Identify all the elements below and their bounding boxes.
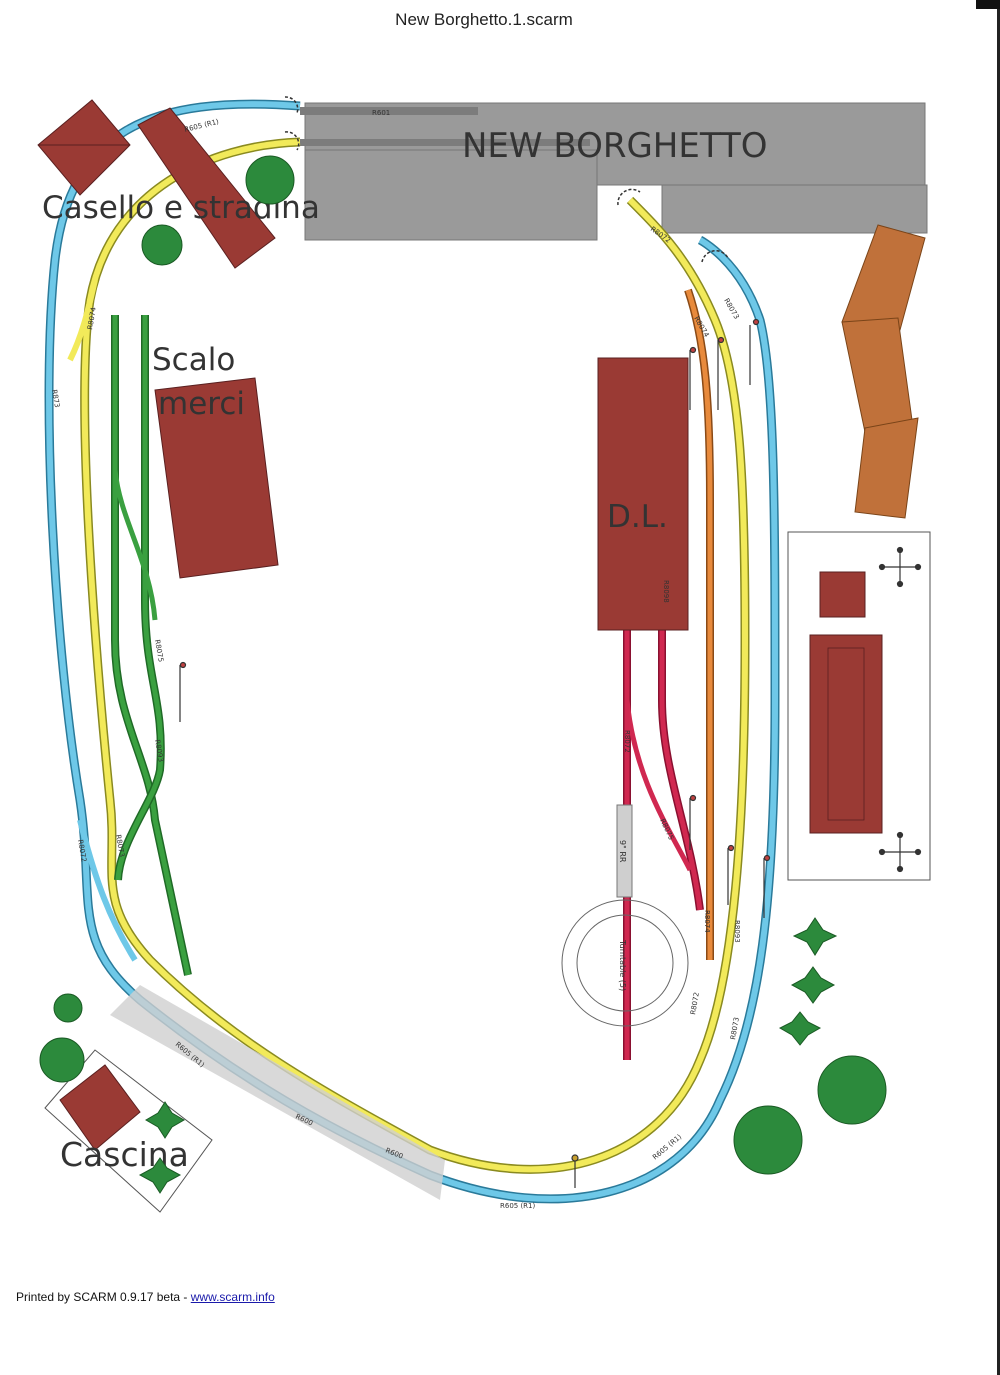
footer-text: Printed by SCARM 0.9.17 beta -: [16, 1290, 191, 1304]
track-label: R8075: [658, 817, 675, 841]
track-label: R873: [50, 389, 61, 408]
track-label: R8093: [733, 920, 741, 943]
siding-track-fill: [685, 289, 713, 960]
yard-track-2-fill: [115, 315, 164, 881]
farm-yard-area: [787, 531, 931, 881]
footer: Printed by SCARM 0.9.17 beta - www.scarm…: [16, 1290, 275, 1304]
casello-building-1: [37, 99, 131, 196]
track-label: R8074: [703, 910, 711, 933]
station-building-annex: [661, 184, 928, 234]
track-label: 9" RR: [618, 840, 627, 863]
cascina-label: Cascina: [60, 1135, 189, 1174]
track-label: R8072: [689, 992, 701, 1016]
track-label: R8075: [153, 639, 165, 663]
track-label: R601: [372, 109, 390, 117]
track-label: R8073: [729, 1017, 741, 1041]
track-label: R8073: [114, 834, 126, 858]
buffer-stop-right: [617, 188, 641, 206]
trees: [39, 155, 887, 1175]
turntable-inner: [576, 914, 674, 1012]
scan-mark: [976, 0, 1000, 9]
page-title: New Borghetto.1.scarm: [395, 10, 573, 29]
track-label: R8093: [153, 739, 165, 763]
marker-crosses: [878, 546, 922, 873]
buffer-stop-right-2: [701, 250, 729, 263]
track-label: R8072: [623, 730, 631, 753]
scalo-label-2: merci: [158, 386, 245, 422]
turntable-bridge: [616, 804, 633, 898]
casello-building-2: [137, 107, 276, 269]
star-bushes: [138, 917, 838, 1194]
yard-track-1-fill: [112, 315, 191, 976]
scalo-label-1: Scalo: [152, 342, 235, 378]
buffer-stop-top: [284, 96, 299, 114]
turntable-outer: [561, 899, 689, 1027]
station-siding-r601: [300, 107, 478, 115]
left-crossover: [67, 279, 98, 362]
depot-track-3: [624, 699, 693, 872]
yard-spur: [112, 469, 158, 621]
platform-bottom: [110, 985, 445, 1200]
signals: [179, 318, 771, 1188]
goods-shed: [154, 377, 279, 579]
depot-shed: [597, 357, 689, 631]
track-label: R8073: [722, 297, 740, 321]
track-label: Turntable (5): [618, 939, 627, 991]
scan-edge: [997, 0, 1000, 1375]
track-label: R8072: [76, 839, 88, 863]
left-crossover-2: [77, 819, 138, 962]
track-label: R8074: [86, 306, 98, 330]
orange-buildings: [841, 224, 926, 519]
buffer-stop-top-2: [284, 131, 300, 151]
depot-label: D.L.: [607, 499, 668, 535]
inner-track-fill: [81, 139, 749, 1173]
track-label: R605 (R1): [500, 1202, 535, 1210]
depot-track-2-fill: [659, 395, 703, 911]
station-building-platform: [304, 149, 598, 241]
track-label: R8098: [662, 580, 670, 603]
station-label: NEW BORGHETTO: [462, 126, 768, 166]
station-siding-2: [300, 139, 590, 146]
footer-link[interactable]: www.scarm.info: [190, 1290, 275, 1304]
track-label: R605 (R1): [184, 118, 220, 134]
